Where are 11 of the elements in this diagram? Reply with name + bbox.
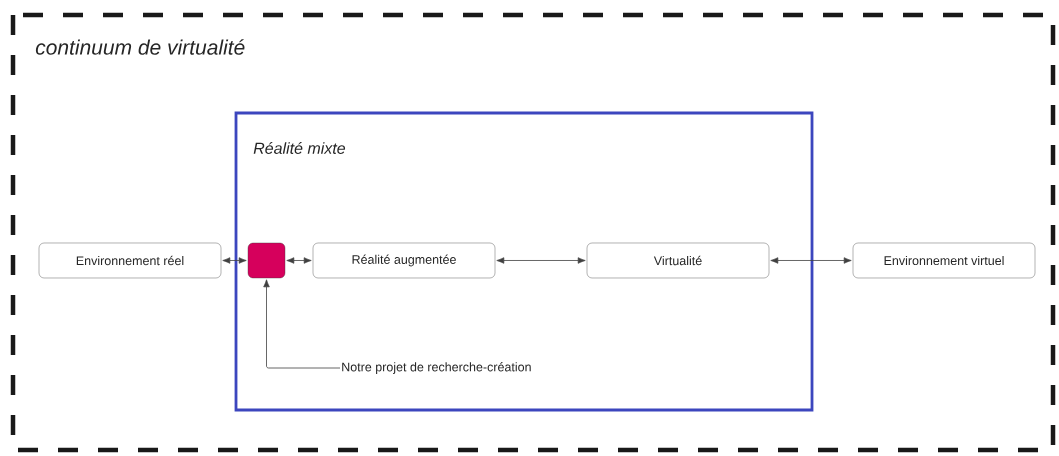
marker-box <box>247 242 286 279</box>
process-box: Environnement réel <box>38 242 222 279</box>
arrow <box>222 257 247 264</box>
process-box: Réalité augmentée <box>312 242 496 279</box>
process-box: Environnement virtuel <box>852 242 1036 279</box>
leader-line <box>263 279 341 369</box>
process-box: Virtualité <box>586 242 770 279</box>
annotation-text: Notre projet de recherche-création <box>342 362 531 374</box>
arrow <box>286 257 312 264</box>
arrow <box>770 257 852 264</box>
arrow <box>496 257 586 264</box>
